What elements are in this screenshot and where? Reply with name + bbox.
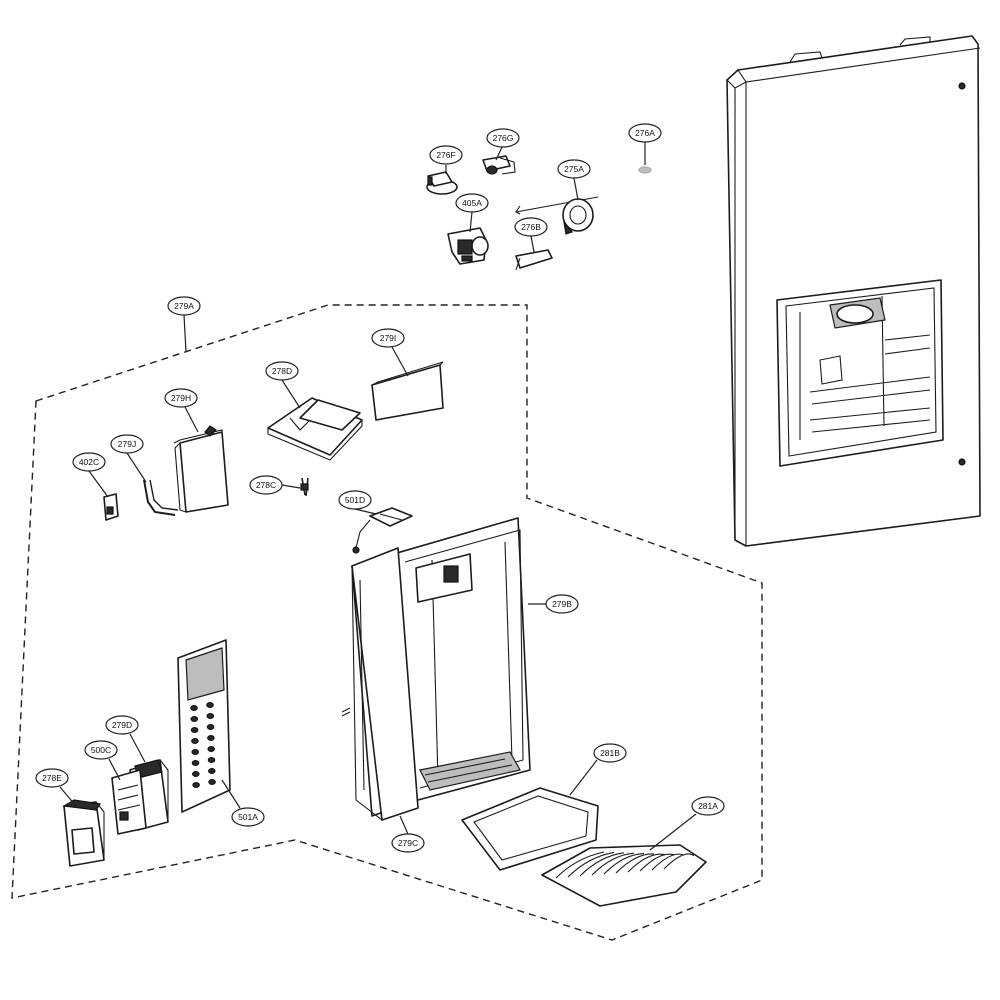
- keypad-button: [207, 734, 215, 741]
- callout-275A: 275A: [557, 159, 591, 179]
- keypad-button: [190, 704, 198, 711]
- callout-281B: 281B: [593, 743, 627, 763]
- grille-ribs: [555, 851, 695, 879]
- callout-label-276F: 276F: [436, 150, 455, 160]
- part-278E-actuator: [62, 799, 105, 867]
- callout-279A: 279A: [167, 296, 201, 316]
- grille-rib: [615, 853, 655, 874]
- keypad-buttons: [190, 701, 216, 788]
- grille-rib: [663, 853, 695, 870]
- callout-label-500C: 500C: [91, 745, 111, 755]
- callout-label-281B: 281B: [600, 748, 620, 758]
- callout-label-501A: 501A: [238, 812, 258, 822]
- grille-rib: [603, 853, 645, 875]
- keypad-button: [192, 781, 200, 788]
- part-279H-panel: [173, 425, 229, 513]
- grille-rib: [651, 853, 685, 871]
- callout-279B: 279B: [545, 594, 579, 614]
- callout-278E: 278E: [35, 768, 69, 788]
- keypad-button: [206, 712, 215, 719]
- grille-rib: [627, 853, 665, 873]
- part-281A-grille: [541, 844, 707, 907]
- keypad-button: [191, 737, 199, 744]
- callout-label-276A: 276A: [635, 128, 655, 138]
- grille-rib: [555, 851, 605, 879]
- callout-label-278D: 278D: [272, 366, 292, 376]
- callout-278C: 278C: [249, 475, 283, 495]
- callout-278D: 278D: [265, 361, 299, 381]
- callout-label-276B: 276B: [521, 222, 541, 232]
- callout-276B: 276B: [514, 217, 548, 237]
- callout-279D: 279D: [105, 715, 139, 735]
- keypad-button: [208, 767, 216, 774]
- keypad-button: [190, 726, 199, 733]
- callout-label-405A: 405A: [462, 198, 482, 208]
- part-276G-bracket: [482, 155, 516, 175]
- callout-label-278C: 278C: [256, 480, 276, 490]
- callout-501A: 501A: [231, 807, 265, 827]
- part-278C-pin: [300, 477, 309, 497]
- refrigerator-door: [726, 35, 981, 547]
- callout-279I: 279I: [371, 328, 405, 348]
- keypad-button: [191, 759, 200, 766]
- callout-label-402C: 402C: [79, 457, 99, 467]
- callout-276G: 276G: [486, 128, 520, 148]
- callout-402C: 402C: [72, 452, 106, 472]
- part-281B-tray: [461, 787, 599, 871]
- keypad-button: [190, 715, 199, 722]
- callout-label-279D: 279D: [112, 720, 132, 730]
- part-501D-sensor-board: [352, 507, 413, 554]
- callout-279C: 279C: [391, 833, 425, 853]
- callout-label-279C: 279C: [398, 838, 418, 848]
- callout-layer: 276F 276G 276A 275A 405A 276B 279A 279I …: [35, 123, 725, 853]
- callout-label-501D: 501D: [345, 495, 365, 505]
- grille-rib: [639, 853, 675, 872]
- callout-501D: 501D: [338, 490, 372, 510]
- part-402C-switch: [103, 493, 119, 521]
- callout-label-275A: 275A: [564, 164, 584, 174]
- part-278D-housing: [267, 397, 363, 461]
- callout-label-279A: 279A: [174, 301, 194, 311]
- keypad-button: [191, 748, 200, 755]
- callout-279H: 279H: [164, 388, 198, 408]
- grille-rib: [579, 852, 625, 877]
- grille-rib: [567, 851, 615, 878]
- keypad-button: [207, 756, 216, 763]
- part-501A-keypad: [177, 639, 231, 813]
- keypad-button: [207, 745, 216, 752]
- keypad-button: [208, 778, 216, 785]
- callout-label-276G: 276G: [493, 133, 514, 143]
- keypad-button: [206, 701, 214, 708]
- callout-281A: 281A: [691, 796, 725, 816]
- callout-279J: 279J: [110, 434, 144, 454]
- callout-405A: 405A: [455, 193, 489, 213]
- keypad-button: [192, 770, 200, 777]
- keypad-button: [206, 723, 215, 730]
- callout-label-279H: 279H: [171, 393, 191, 403]
- callout-label-281A: 281A: [698, 801, 718, 811]
- callout-276F: 276F: [429, 145, 463, 165]
- part-279C-side-panel: [351, 547, 419, 821]
- callout-label-279J: 279J: [118, 439, 136, 449]
- callout-500C: 500C: [84, 740, 118, 760]
- callout-276A: 276A: [628, 123, 662, 143]
- callout-label-279B: 279B: [552, 599, 572, 609]
- part-276B-clip: [515, 249, 553, 271]
- assembly-boundary: [11, 304, 763, 941]
- part-405A-motor-assembly: [447, 227, 489, 265]
- part-276A-screw: [638, 166, 652, 174]
- part-500C-pcb: [111, 769, 147, 835]
- part-275A-solenoid: [515, 196, 599, 235]
- callout-label-278E: 278E: [42, 773, 62, 783]
- callout-label-279I: 279I: [380, 333, 397, 343]
- part-279I-cover: [371, 361, 444, 421]
- grille-rib: [591, 852, 635, 876]
- part-279J-spring-lever: [143, 479, 179, 516]
- part-276F-damper-motor: [426, 171, 458, 195]
